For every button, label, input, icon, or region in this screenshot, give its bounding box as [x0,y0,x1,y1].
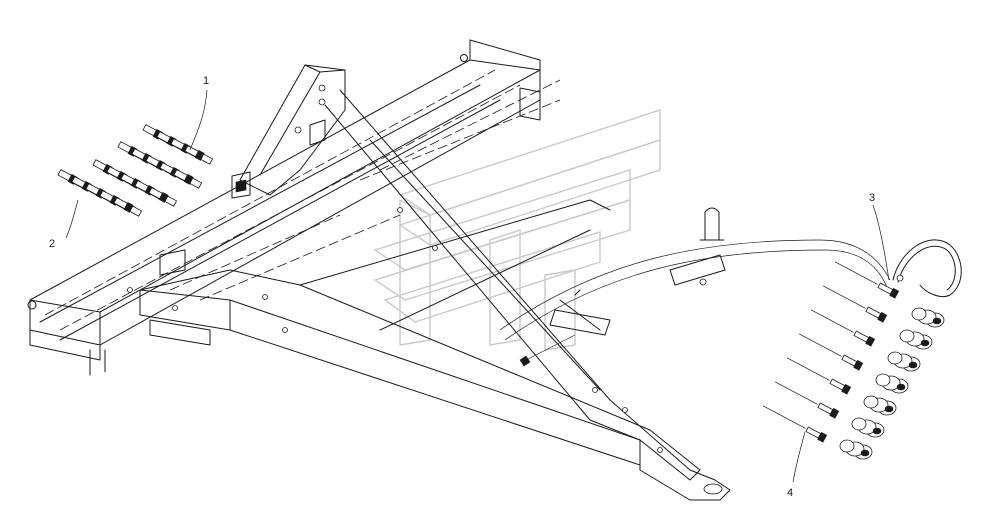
fitting-adapter [184,145,214,165]
drawbar-frame [127,79,731,501]
fitting-adapter [113,197,143,217]
callout-2: 2 [49,238,55,250]
callout-4: 4 [787,487,793,499]
quick-coupler [911,307,945,328]
quick-coupler [899,329,933,350]
quick-coupler [875,373,909,394]
callout-3: 3 [869,192,875,204]
quick-coupler [851,417,885,438]
callout-leaders [65,89,890,483]
quick-coupler [863,395,897,416]
hose-bolt [798,333,864,371]
left-fittings-group [57,124,214,217]
callout-1: 1 [203,75,209,87]
fitting-adapter [148,187,178,207]
toolbar-frame [27,39,541,376]
hose-bolt [822,285,888,323]
hose-bolt [762,405,828,443]
quick-coupler [887,351,921,372]
watermark-logo [373,109,661,351]
right-couplers-group [762,261,945,460]
fitting-adapter [173,169,203,189]
hose-bolt [834,261,900,299]
quick-coupler [839,439,873,460]
mast-bracket [231,64,346,199]
hose-bolt [810,309,876,347]
hose-bolt [774,381,840,419]
hose-bolt [786,357,852,395]
hose-assembly [499,207,891,367]
hose-strap [892,239,962,298]
